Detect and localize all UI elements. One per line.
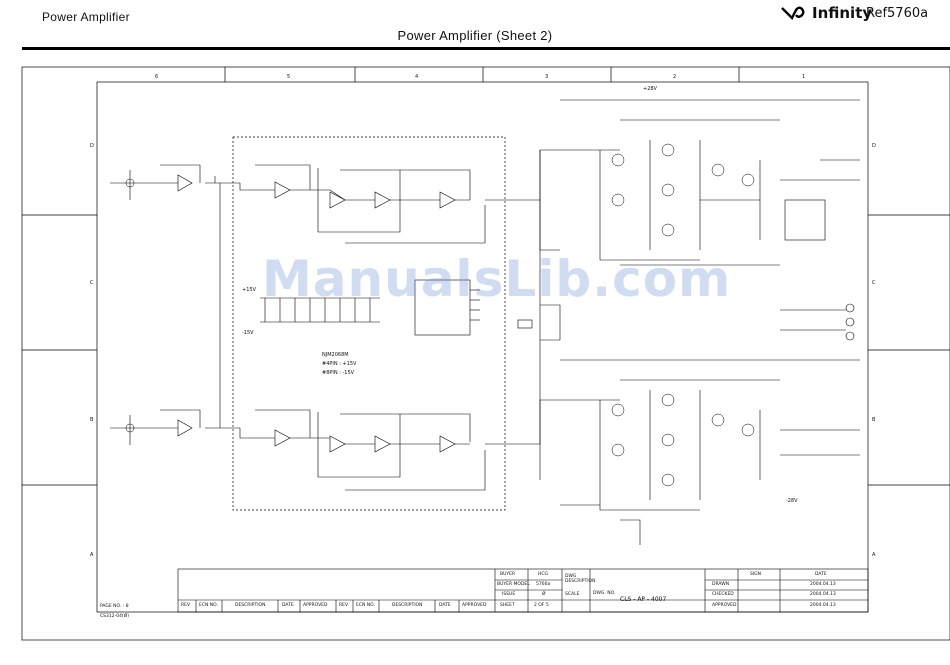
rail-positive-label: +28V — [643, 86, 657, 92]
grid-row-c-left: C — [90, 280, 94, 286]
page-number: PAGE NO. : 8 — [100, 604, 129, 609]
circuit-wiring — [110, 99, 860, 545]
dashed-module-box — [232, 136, 506, 511]
header-left-title: Power Amplifier — [42, 10, 130, 24]
buyer-value: HCG — [538, 572, 549, 577]
pin4-note: #4PIN : +15V — [322, 361, 357, 367]
pin8-note: #8PIN : -15V — [322, 370, 355, 376]
buyer-model-value: 5760a — [536, 582, 551, 587]
grid-row-b-right: B — [872, 417, 876, 423]
rev-col-2: REV — [339, 603, 349, 608]
dwg-description-label: DWG DESCRIPTION — [565, 574, 596, 584]
brand-name: Infinity — [812, 4, 873, 22]
manualslib-watermark: ManualsLib.com — [262, 250, 732, 308]
issue-value: Ø — [542, 592, 546, 597]
buyer-label: BUYER — [500, 572, 516, 577]
approved-col-2: APPROVED — [462, 603, 487, 608]
issue-label: ISSUE — [502, 592, 516, 597]
infinity-logo-icon — [781, 6, 805, 21]
scale-label: SCALE — [565, 592, 580, 597]
vcc-label: +15V — [242, 287, 256, 293]
inner-frame — [96, 81, 869, 613]
grid-row-a-left: A — [90, 552, 94, 558]
transistor-symbols — [125, 143, 755, 487]
grid-col-6: 6 — [155, 74, 159, 80]
grid-col-2: 2 — [673, 74, 677, 80]
date-col-2: DATE — [439, 603, 451, 608]
sheet-label: SHEET — [500, 603, 515, 608]
date-col-1: DATE — [282, 603, 294, 608]
dwg-no-label: DWG. NO. — [593, 591, 616, 596]
approved-date: 2004.04.13 — [810, 603, 836, 608]
sheet-title: Power Amplifier (Sheet 2) — [397, 28, 553, 43]
grid-col-3: 3 — [545, 74, 549, 80]
grid-col-1: 1 — [802, 74, 806, 80]
desc-col-1: DESCRIPTION — [235, 603, 266, 608]
dwg-number: CLS - AP - 4007 — [620, 596, 667, 603]
ecn-col-1: ECN NO. — [199, 603, 218, 608]
buyer-model-label: BUYER MODEL — [497, 582, 530, 587]
model-number: Ref5760a — [866, 6, 929, 21]
grid-col-4: 4 — [415, 74, 419, 80]
drawn-date: 2004.04.13 — [810, 582, 836, 587]
approved-label: APPROVED — [712, 603, 737, 608]
drawn-label: DRAWN — [712, 582, 730, 587]
grid-col-5: 5 — [287, 74, 291, 80]
opamp-symbols — [177, 174, 456, 453]
brand-logo: Infinity — [780, 4, 872, 22]
rev-col-1: REV — [181, 603, 191, 608]
title-block-frame — [177, 568, 869, 613]
checked-label: CHECKED — [712, 592, 734, 597]
date-header: DATE — [815, 572, 827, 577]
ecn-col-2: ECN NO. — [356, 603, 375, 608]
desc-col-2: DESCRIPTION — [392, 603, 423, 608]
grid-row-d-right: D — [872, 143, 876, 149]
grid-row-b-left: B — [90, 417, 94, 423]
checked-date: 2004.04.13 — [810, 592, 836, 597]
form-number: CS312-04(Ø) — [100, 614, 129, 619]
outer-frame — [21, 66, 950, 641]
header-rule — [22, 47, 950, 50]
grid-row-a-right: A — [872, 552, 876, 558]
vee-label: -15V — [242, 330, 254, 336]
approved-col-1: APPROVED — [303, 603, 328, 608]
grid-row-c-right: C — [872, 280, 876, 286]
opamp-type-note: NJM2068M — [322, 352, 349, 358]
sign-label: SIGN — [750, 572, 762, 577]
grid-row-d-left: D — [90, 143, 94, 149]
rail-negative-label: -28V — [786, 498, 798, 504]
sheet-value: 2 OF 5 — [534, 603, 549, 608]
